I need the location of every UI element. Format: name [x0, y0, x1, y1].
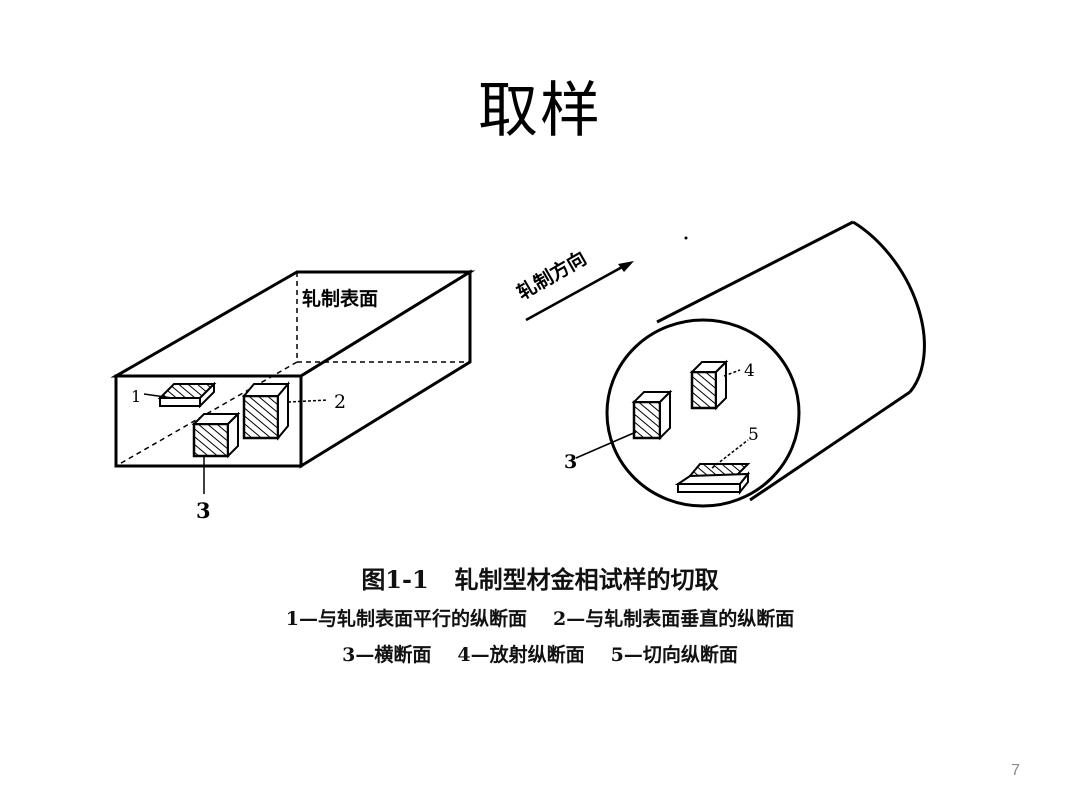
left-sample-3 [191, 411, 241, 459]
left-callout-3: 3 [196, 498, 211, 523]
left-sample-2 [241, 381, 291, 441]
left-callout-2: 2 [334, 391, 346, 413]
left-sample-1 [157, 381, 217, 409]
figure-number: 图1-1 [361, 565, 429, 594]
legend-item-4: 4—放射纵断面 [457, 644, 585, 666]
legend-item-5: 5—切向纵断面 [610, 644, 738, 666]
figure-caption-text: 轧制型材金相试样的切取 [454, 565, 719, 594]
right-callout-5: 5 [748, 425, 759, 445]
right-sample-4 [689, 359, 729, 411]
left-callout-1: 1 [131, 387, 141, 406]
right-sample-5 [674, 463, 751, 495]
rolling-direction-label: 轧制方向 [513, 246, 590, 304]
right-callout-3: 3 [564, 451, 577, 473]
right-callout-4: 4 [744, 361, 755, 381]
cylinder-end-face [605, 318, 801, 508]
cylinder [605, 220, 926, 508]
slide-title: 取样 [478, 76, 602, 146]
legend-item-2: 2—与轧制表面垂直的纵断面 [553, 608, 795, 630]
rolling-direction-arrow [525, 261, 634, 322]
right-sample-3 [631, 389, 673, 441]
page-number: 7 [1011, 762, 1020, 779]
legend-item-3: 3—横断面 [342, 644, 432, 666]
legend-item-1: 1—与轧制表面平行的纵断面 [285, 608, 527, 630]
figure-legend-line-1: 1—与轧制表面平行的纵断面 2—与轧制表面垂直的纵断面 [0, 604, 1080, 631]
rectangular-bar [110, 269, 476, 469]
figure-legend-line-2: 3—横断面 4—放射纵断面 5—切向纵断面 [0, 640, 1080, 667]
figure-caption-title: 图1-1 轧制型材金相试样的切取 [0, 560, 1080, 595]
rolling-surface-label: 轧制表面 [302, 287, 378, 310]
